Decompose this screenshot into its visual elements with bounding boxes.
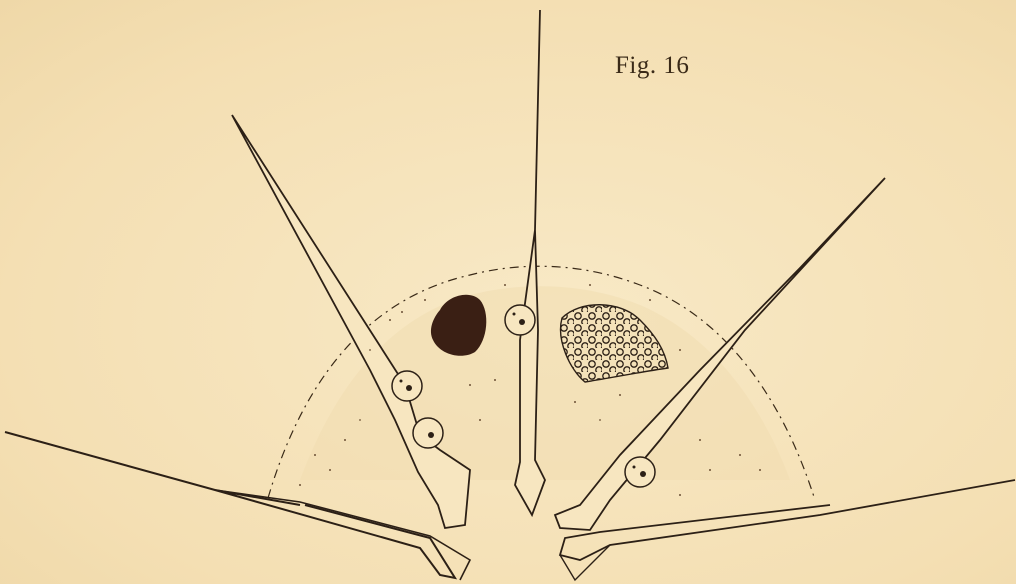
stipple-field bbox=[300, 286, 790, 480]
ringed-granule-right bbox=[625, 457, 655, 487]
right-outer-spine-tip bbox=[560, 545, 610, 580]
dark-body bbox=[431, 295, 486, 356]
figure-caption: Fig. 16 bbox=[615, 52, 689, 80]
ringed-granule-left-lower bbox=[413, 418, 443, 448]
ringed-granule-left-upper bbox=[392, 371, 422, 401]
left-outer-spine-edge bbox=[215, 490, 470, 580]
right-outer-spine bbox=[560, 480, 1015, 560]
ringed-granule-top bbox=[505, 305, 535, 335]
